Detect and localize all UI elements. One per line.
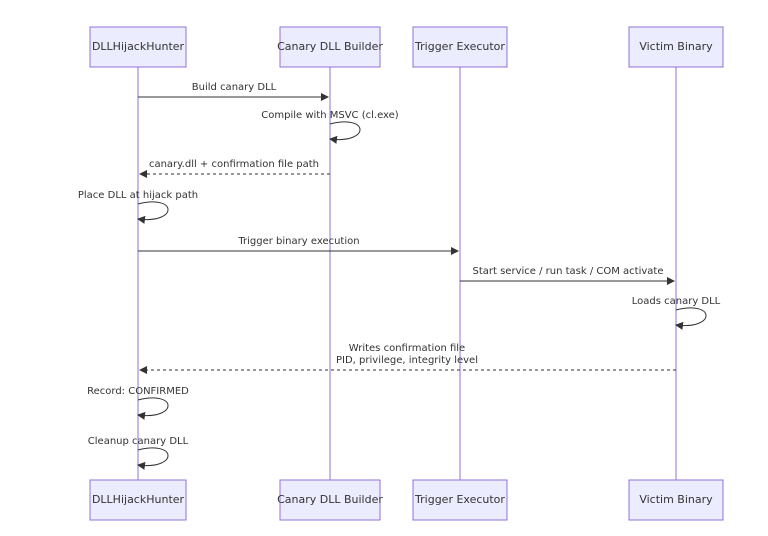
message: Loads canary DLL xyxy=(632,296,721,330)
message-label: Writes confirmation file xyxy=(349,343,465,354)
actor-hunter-top: DLLHijackHunter xyxy=(89,26,187,68)
actor-box xyxy=(412,26,508,68)
message-label: Place DLL at hijack path xyxy=(78,190,198,201)
actor-label: Victim Binary xyxy=(639,40,713,53)
actor-label: Trigger Executor xyxy=(414,40,505,53)
actors-top: DLLHijackHunter Canary DLL Builder Trigger… xyxy=(89,26,724,68)
message: Build canary DLL xyxy=(138,82,329,101)
actor-victim-bottom: Victim Binary xyxy=(628,479,724,521)
message-label: Cleanup canary DLL xyxy=(88,436,189,447)
actor-box xyxy=(628,479,724,521)
message-label: PID, privilege, integrity level xyxy=(336,355,478,366)
actor-hunter-bottom: DLLHijackHunter xyxy=(89,479,187,521)
actor-builder-top: Canary DLL Builder xyxy=(277,26,383,68)
message: canary.dll + confirmation file path xyxy=(139,159,330,178)
message-label: Record: CONFIRMED xyxy=(87,386,189,397)
actor-trigger-bottom: Trigger Executor xyxy=(412,479,508,521)
actors-bottom: DLLHijackHunter Canary DLL Builder Trigger… xyxy=(89,479,724,521)
actor-label: DLLHijackHunter xyxy=(92,493,185,506)
actor-box xyxy=(279,479,381,521)
message-label: Compile with MSVC (cl.exe) xyxy=(261,110,399,121)
actor-victim-top: Victim Binary xyxy=(628,26,724,68)
message: Trigger binary execution xyxy=(138,236,459,255)
message: Start service / run task / COM activate xyxy=(460,266,675,285)
message: Place DLL at hijack path xyxy=(78,190,198,224)
actor-trigger-top: Trigger Executor xyxy=(412,26,508,68)
actor-box xyxy=(89,26,187,68)
message-arrow xyxy=(329,121,361,144)
actor-box xyxy=(89,479,187,521)
actor-box xyxy=(412,479,508,521)
message-label: Start service / run task / COM activate xyxy=(472,266,663,277)
lifelines xyxy=(137,67,677,480)
message-label: canary.dll + confirmation file path xyxy=(149,159,319,170)
message-label: Build canary DLL xyxy=(192,82,277,93)
messages: Build canary DLL Compile with MSVC (cl.ex… xyxy=(78,82,721,470)
actor-label: Canary DLL Builder xyxy=(277,40,383,53)
actor-builder-bottom: Canary DLL Builder xyxy=(277,479,383,521)
actor-label: Canary DLL Builder xyxy=(277,493,383,506)
actor-box xyxy=(628,26,724,68)
message-label: Trigger binary execution xyxy=(237,236,359,247)
message-arrow xyxy=(137,397,169,420)
message-arrow xyxy=(137,201,169,224)
actor-label: DLLHijackHunter xyxy=(92,40,185,53)
message: Compile with MSVC (cl.exe) xyxy=(261,110,399,144)
actor-label: Victim Binary xyxy=(639,493,713,506)
actor-box xyxy=(279,26,381,68)
message: Cleanup canary DLL xyxy=(88,436,189,470)
actor-label: Trigger Executor xyxy=(414,493,505,506)
message-label: Loads canary DLL xyxy=(632,296,721,307)
message-arrow xyxy=(675,307,707,330)
message-arrow xyxy=(137,447,169,470)
message: Record: CONFIRMED xyxy=(87,386,189,420)
